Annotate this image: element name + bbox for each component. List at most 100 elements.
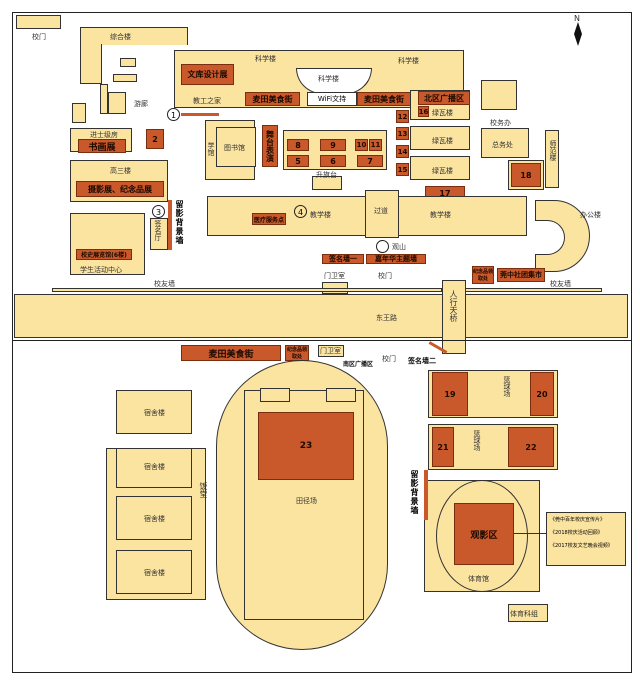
marker-8: 8: [287, 139, 309, 151]
building-lvying-3: [410, 156, 470, 180]
marker-16: 16: [418, 106, 429, 117]
label-jiaowu: 校务办: [490, 119, 511, 127]
label-youlang: 游廊: [134, 100, 148, 108]
wall-north-left: [52, 288, 442, 292]
marker-23: 23: [258, 412, 354, 480]
film-item: 《莞中百年校庆宣传片》: [550, 517, 606, 523]
divider: [12, 340, 632, 341]
marker-18: 18: [511, 163, 541, 187]
marker-7: 7: [357, 155, 383, 167]
label-lvying-1: 绿瓦楼: [432, 109, 453, 117]
bridge: [442, 280, 466, 354]
label-guodao: 过道: [374, 207, 388, 215]
label-wutai: 舞台表演: [262, 125, 278, 167]
building-qianming: [150, 218, 168, 250]
building-tiyu-kemu: [508, 604, 548, 622]
label-guanshan: 观山: [392, 243, 406, 251]
label-jiaogong: 教工之家: [193, 97, 221, 105]
label-teaching-b: 教学楼: [430, 211, 451, 219]
marker-3: 3: [152, 205, 165, 218]
label-library: 图书馆: [224, 144, 245, 152]
film-item: 《2017校友文艺晚会视频》: [550, 543, 613, 549]
label-science-b: 科学楼: [398, 57, 419, 65]
label-liuying-1: 留影背景墙: [175, 200, 184, 245]
label-juren: 进士级房: [90, 131, 118, 139]
label-jinian: 纪念品领取处: [472, 266, 494, 284]
label-dongwang: 东王路: [376, 314, 397, 322]
office-courtyard: [535, 220, 565, 255]
label-science-a: 科学楼: [255, 55, 276, 63]
label-dorm4: 宿舍楼: [144, 569, 165, 577]
label-maitian-3: 麦田美食街: [181, 345, 281, 361]
marker-11: 11: [369, 139, 382, 151]
label-lvying-3: 绿瓦楼: [432, 167, 453, 175]
small-building: [100, 84, 108, 114]
label-yiliao: 医疗服务点: [252, 213, 286, 225]
building-library: [216, 127, 256, 167]
label-yuanzhong: 莞中社团集市: [497, 268, 545, 282]
label-liuying-2: 留影背景墙: [410, 470, 419, 515]
label-guanying: 观影区: [454, 503, 514, 565]
building-guodao: [365, 190, 399, 238]
small-building: [113, 74, 137, 82]
label-zongwu: 总务处: [492, 141, 513, 149]
label-renxing: 人行天桥: [449, 290, 458, 322]
marker-21: 21: [432, 427, 454, 467]
gatehouse-bottom: [318, 345, 344, 357]
building-students: [70, 213, 145, 275]
label-tiyuguan: 体育馆: [468, 575, 489, 583]
label-beiqu: 北区广播区: [418, 91, 470, 105]
label-lanqiu-a: 篮球场: [503, 376, 511, 397]
north-label: N: [574, 14, 580, 23]
label-zonghe: 综合楼: [110, 33, 131, 41]
label-wenku: 文库设计展: [181, 64, 234, 85]
label-dorm1: 宿舍楼: [144, 409, 165, 417]
label-maitian-1: 麦田美食街: [245, 92, 300, 106]
wall-north-right: [462, 288, 602, 292]
label-nanqu: 南区广播区: [343, 361, 374, 368]
label-lvying-2: 绿瓦楼: [432, 137, 453, 145]
marker-4: 4: [294, 205, 307, 218]
label-dorm3: 宿舍楼: [144, 515, 165, 523]
building-zonghe-wing: [80, 44, 102, 84]
label-gate-mid: 校门: [378, 272, 392, 280]
dorm-2: [116, 448, 192, 488]
road-dongwang: [14, 294, 628, 338]
marker-2: 2: [146, 129, 164, 149]
label-dorm2: 宿舍楼: [144, 463, 165, 471]
label-gate-lower: 校门: [382, 355, 396, 363]
building-zongwu: [481, 128, 529, 158]
label-tiyu-kemu: 体育科组: [510, 610, 538, 618]
marker-13: 13: [396, 127, 409, 140]
film-pointer: [514, 533, 546, 534]
marker-22: 22: [508, 427, 554, 467]
youlang: [108, 92, 126, 114]
building-lvying-2: [410, 126, 470, 150]
dorm-4: [116, 550, 192, 594]
marker-14: 14: [396, 145, 409, 158]
marker-6: 6: [320, 155, 346, 167]
label-teaching-a: 教学楼: [310, 211, 331, 219]
guanshan-circle: [376, 240, 389, 253]
stand-right: [326, 388, 356, 402]
liuying-strip: [168, 200, 172, 250]
gate-label: 校门: [32, 33, 46, 41]
label-jianian: 嘉年华主题墙: [366, 254, 426, 264]
marker-20: 20: [530, 372, 554, 416]
label-shuhua: 书画展: [78, 139, 126, 153]
label-qianming-1: 签名墙一: [322, 254, 364, 264]
film-item: 《2018校庆活动回顾》: [550, 530, 603, 536]
label-wifi: WiFi文持: [307, 92, 357, 106]
film-list: 《莞中百年校庆宣传片》 《2018校庆活动回顾》 《2017校友文艺晚会视频》: [546, 512, 626, 566]
dorm-3: [116, 496, 192, 540]
label-menwei-bot: 门卫室: [320, 347, 341, 355]
label-tianjing: 田径场: [296, 497, 317, 505]
north-arrow-icon: [574, 22, 582, 46]
label-menwei-top: 门卫室: [324, 272, 345, 280]
label-maitian-2: 麦田美食街: [357, 92, 411, 106]
label-office: 办公楼: [580, 211, 601, 219]
small-building: [72, 103, 86, 123]
label-danyuan: 签名厅: [154, 220, 162, 241]
label-jiaoyou-l: 校友墙: [154, 280, 175, 288]
liuying-strip-2: [424, 470, 428, 520]
